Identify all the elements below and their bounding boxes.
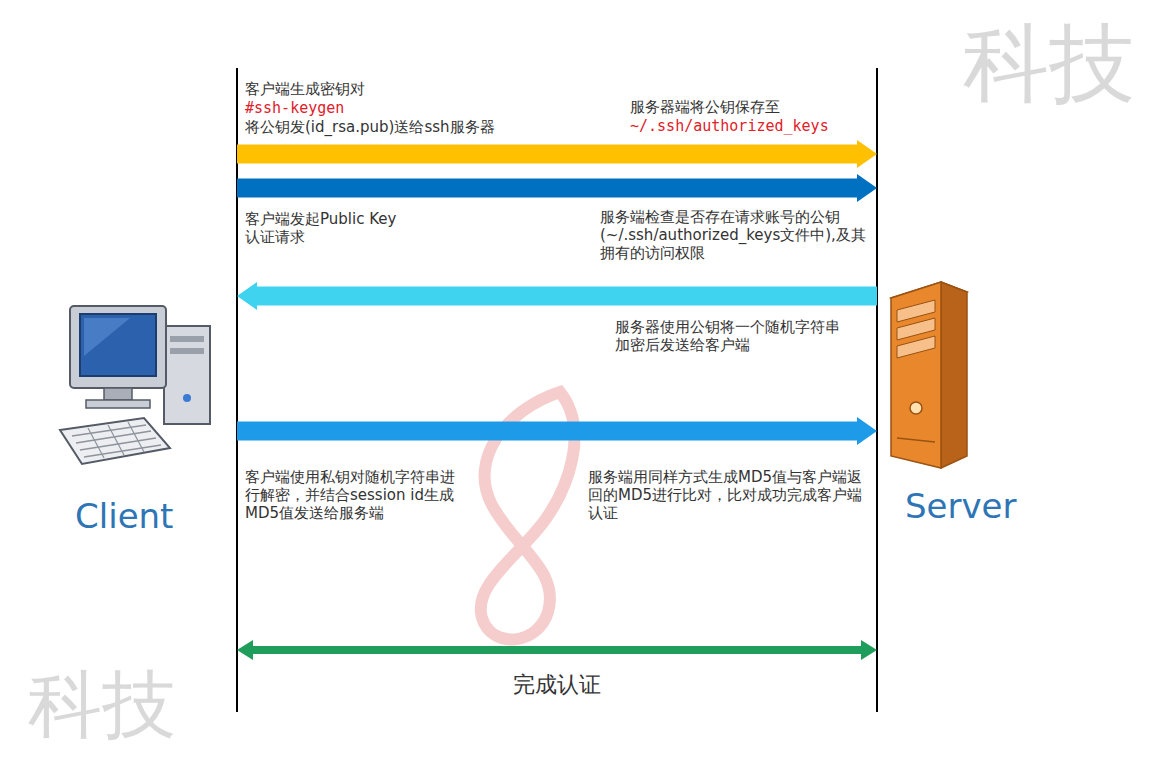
actor-label: Client xyxy=(75,496,173,537)
text-holder: Server xyxy=(905,486,1017,527)
arrow-head xyxy=(237,282,257,310)
text-holder: 服务器端将公钥保存至 xyxy=(630,98,780,116)
command-text: #ssh-keygen xyxy=(245,99,344,117)
message-arrow xyxy=(237,417,877,445)
computer-icon xyxy=(52,298,222,468)
text-holder: 客户端发起Public Key 认证请求 xyxy=(245,210,407,246)
text-holder: 将公钥发(id_rsa.pub)送给ssh服务器 xyxy=(245,118,495,136)
server-lifeline xyxy=(876,68,878,712)
arrow-head xyxy=(861,640,877,660)
arrow-head xyxy=(857,417,877,445)
step-note: 服务器端将公钥保存至 xyxy=(630,98,780,116)
arrow-shaft xyxy=(257,287,877,306)
arrow-head xyxy=(857,174,877,202)
message-arrow xyxy=(237,640,877,660)
watermark: 科技 xyxy=(28,664,176,745)
path-text: ~/.ssh/authorized_keys xyxy=(630,117,829,135)
arrow-shaft xyxy=(253,646,861,654)
step-note: 客户端使用私钥对随机字符串进行解密，并结合session id生成MD5值发送给… xyxy=(245,468,457,522)
arrow-shaft xyxy=(237,179,857,198)
message-arrow xyxy=(237,282,877,310)
step-note: 服务端检查是否存在请求账号的公钥(~/.ssh/authorized_keys文… xyxy=(600,208,872,262)
text-holder: 服务端检查是否存在请求账号的公钥(~/.ssh/authorized_keys文… xyxy=(600,208,872,262)
text-holder: 客户端生成密钥对 xyxy=(245,80,365,98)
step-note: 服务器使用公钥将一个随机字符串加密后发送给客户端 xyxy=(615,318,843,354)
text-holder: 服务端用同样方式生成MD5值与客户端返回的MD5进行比对，比对成功完成客户端认证 xyxy=(588,468,872,522)
actor-label: Server xyxy=(905,486,1017,527)
text-holder: 科技 xyxy=(28,664,176,745)
actor-node: Client xyxy=(0,68,237,712)
message-arrow xyxy=(237,140,877,168)
step-note: 服务端用同样方式生成MD5值与客户端返回的MD5进行比对，比对成功完成客户端认证 xyxy=(588,468,872,522)
step-note: 将公钥发(id_rsa.pub)送给ssh服务器 xyxy=(245,118,495,136)
text-holder: 服务器使用公钥将一个随机字符串加密后发送给客户端 xyxy=(615,318,843,354)
arrow-shaft xyxy=(237,422,857,441)
icon-holder xyxy=(52,298,222,472)
actor-node: Server xyxy=(877,68,1157,712)
step-note: 客户端生成密钥对 xyxy=(245,80,365,98)
edge-label: 完成认证 xyxy=(509,672,605,698)
text-holder: 科技 xyxy=(963,16,1135,111)
text-holder: 完成认证 xyxy=(509,672,605,698)
server-icon xyxy=(881,278,971,473)
client-lifeline xyxy=(236,68,238,712)
icon-holder xyxy=(881,278,971,477)
message-arrow xyxy=(237,174,877,202)
step-note: 客户端发起Public Key 认证请求 xyxy=(245,210,407,246)
text-holder: 客户端使用私钥对随机字符串进行解密，并结合session id生成MD5值发送给… xyxy=(245,468,457,522)
arrow-head xyxy=(857,140,877,168)
arrow-shaft xyxy=(237,145,857,164)
arrow-head xyxy=(237,640,253,660)
text-holder: Client xyxy=(75,496,173,537)
text-holder: ~/.ssh/authorized_keys xyxy=(630,117,829,135)
watermark: 科技 xyxy=(963,16,1135,111)
text-holder: #ssh-keygen xyxy=(245,99,344,117)
